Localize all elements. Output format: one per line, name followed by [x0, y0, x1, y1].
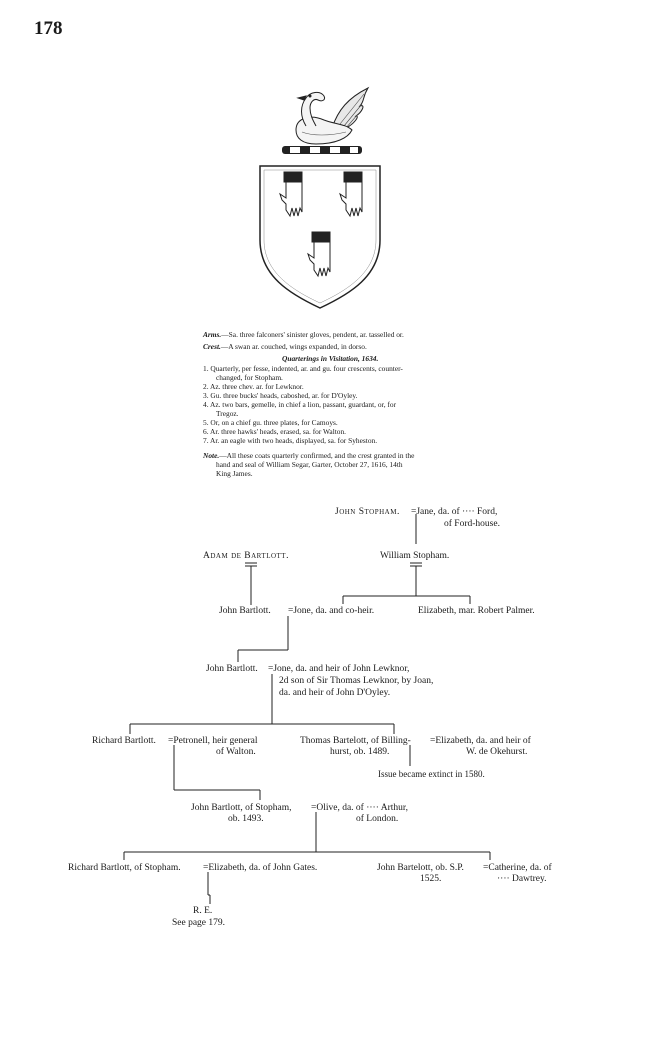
person-elizabeth-palmer: Elizabeth, mar. Robert Palmer.	[418, 606, 535, 616]
person-john-bartelott-4: John Bartelott, ob. S.P.	[377, 863, 464, 873]
person-thomas-bartelott: Thomas Bartelott, of Billing-	[300, 736, 411, 746]
person-william-stopham: William Stopham.	[380, 551, 450, 561]
note-line-1: —All these coats quarterly confirmed, an…	[219, 451, 415, 460]
quartering-4b: Tregoz.	[216, 409, 239, 418]
see-page-reference: See page 179.	[172, 918, 226, 928]
person-john-bartlott-3: John Bartlott, of Stopham,	[191, 803, 292, 813]
quarterings-heading: Quarterings in Visitation, 1634.	[282, 354, 379, 363]
quartering-6: 6. Ar. three hawks' heads, erased, sa. f…	[203, 427, 347, 436]
quartering-1b: changed, for Stopham.	[216, 373, 283, 382]
quartering-2: 2. Az. three chev. ar. for Lewknor.	[203, 382, 304, 391]
spouse-jane-ford-line2: of Ford-house.	[444, 519, 500, 529]
person-richard-bartlott-2: Richard Bartlott, of Stopham.	[68, 863, 181, 873]
person-john-stopham: John Stopham.	[335, 507, 400, 517]
crest-text: —A swan ar. couched, wings expanded, in …	[220, 342, 367, 351]
spouse-olive-arthur-line2: of London.	[356, 814, 399, 824]
arms-label: Arms.	[203, 330, 222, 339]
glove-icon	[279, 171, 363, 278]
person-john-bartlott-1: John Bartlott.	[219, 606, 271, 616]
quartering-3: 3. Gu. three bucks' heads, caboshed, ar.…	[203, 391, 358, 400]
spouse-elizabeth-okehurst: =Elizabeth, da. and heir of	[430, 736, 531, 746]
spouse-jone-lewknor: =Jone, da. and heir of John Lewknor,	[268, 664, 410, 674]
spouse-olive-arthur: =Olive, da. of ···· Arthur,	[311, 803, 409, 813]
arms-text: —Sa. three falconers' sinister gloves, p…	[221, 330, 404, 339]
person-john-bartelott-4-line2: 1525.	[420, 874, 442, 884]
spouse-petronell: =Petronell, heir general	[168, 736, 258, 746]
person-richard-bartlott-1: Richard Bartlott.	[92, 736, 156, 746]
quartering-5: 5. Or, on a chief gu. three plates, for …	[203, 418, 338, 427]
coat-of-arms-illustration	[259, 86, 381, 309]
issue-extinct-note: Issue became extinct in 1580.	[378, 769, 485, 779]
person-re: R. E.	[193, 906, 213, 916]
spouse-elizabeth-gates: =Elizabeth, da. of John Gates.	[203, 863, 318, 873]
swan-crest-icon	[295, 86, 370, 145]
quartering-1a: 1. Quarterly, per fesse, indented, ar. a…	[203, 364, 403, 373]
note-label: Note.	[203, 451, 220, 460]
crest-label: Crest.	[203, 342, 221, 351]
note-line-3: King James.	[216, 469, 253, 478]
note-line-2: hand and seal of William Segar, Garter, …	[216, 460, 403, 469]
person-adam-de-bartlott: Adam de Bartlott.	[203, 551, 289, 561]
person-john-bartlott-2: John Bartlott.	[206, 664, 258, 674]
spouse-petronell-line2: of Walton.	[216, 747, 256, 757]
spouse-elizabeth-okehurst-line2: W. de Okehurst.	[466, 747, 528, 757]
spouse-catherine-dawtrey: =Catherine, da. of	[483, 863, 552, 873]
page-number: 178	[34, 18, 63, 39]
person-thomas-bartelott-line2: hurst, ob. 1489.	[330, 747, 390, 757]
quartering-7: 7. Ar. an eagle with two heads, displaye…	[203, 436, 378, 445]
person-john-bartlott-3-line2: ob. 1493.	[228, 814, 264, 824]
spouse-jone-lewknor-line3: da. and heir of John D'Oyley.	[279, 688, 391, 698]
spouse-catherine-dawtrey-line2: ···· Dawtrey.	[497, 874, 547, 884]
quartering-4a: 4. Az. two bars, gemelle, in chief a lio…	[203, 400, 397, 409]
spouse-jone-lewknor-line2: 2d son of Sir Thomas Lewknor, by Joan,	[279, 676, 434, 686]
spouse-jone-coheir: =Jone, da. and co-heir.	[288, 606, 375, 616]
spouse-jane-ford: =Jane, da. of ···· Ford,	[411, 507, 498, 517]
wreath-icon	[282, 146, 362, 154]
